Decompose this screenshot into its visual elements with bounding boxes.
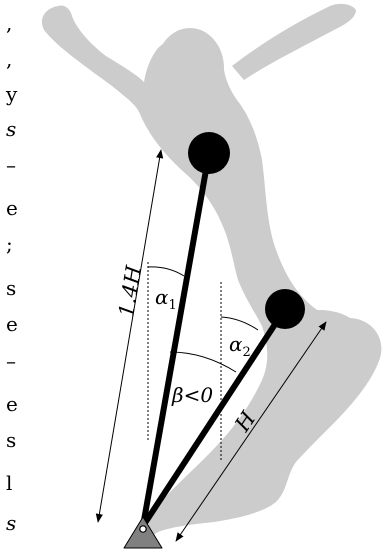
- silhouette-raised-hand: [232, 3, 356, 81]
- left-margin-text: , , y s – e ; s e – e s l s: [5, 11, 18, 535]
- pivot-pin: [139, 525, 147, 533]
- beta-label: β<0: [171, 383, 213, 407]
- alpha1-arc: [147, 266, 185, 277]
- upper-rod: [140, 152, 212, 527]
- margin-glyph: s: [6, 117, 16, 141]
- alpha1-label: α1: [155, 285, 177, 313]
- margin-glyph: s: [6, 511, 16, 535]
- long-dimension-label: 1.4H: [114, 263, 146, 319]
- alpha2-label: α2: [229, 332, 251, 360]
- alpha1-subscript: 1: [169, 298, 177, 313]
- margin-glyph: s: [6, 428, 16, 452]
- silhouette-head: [156, 28, 224, 108]
- alpha2-subscript: 2: [243, 345, 251, 360]
- alpha2-arc: [220, 316, 259, 331]
- lower-rod: [140, 307, 288, 528]
- margin-glyph: –: [6, 153, 16, 177]
- alpha2-symbol: α: [229, 332, 243, 356]
- alpha1-symbol: α: [155, 285, 169, 309]
- margin-glyph: e: [6, 392, 18, 416]
- margin-glyph: ,: [6, 47, 12, 71]
- margin-glyph: e: [6, 196, 18, 220]
- dimension-arrow-short: [175, 321, 327, 542]
- margin-glyph: l: [6, 471, 12, 495]
- margin-glyph: –: [6, 349, 16, 373]
- margin-glyph: ,: [6, 11, 12, 35]
- margin-glyph: e: [6, 312, 18, 336]
- margin-glyph: ;: [6, 232, 13, 256]
- knee-joint: [265, 289, 305, 329]
- dimension-arrow-long: [95, 149, 164, 523]
- beta-arc: [169, 351, 237, 373]
- upper-joint: [188, 132, 230, 174]
- margin-glyph: y: [5, 82, 18, 106]
- margin-glyph: s: [6, 276, 16, 300]
